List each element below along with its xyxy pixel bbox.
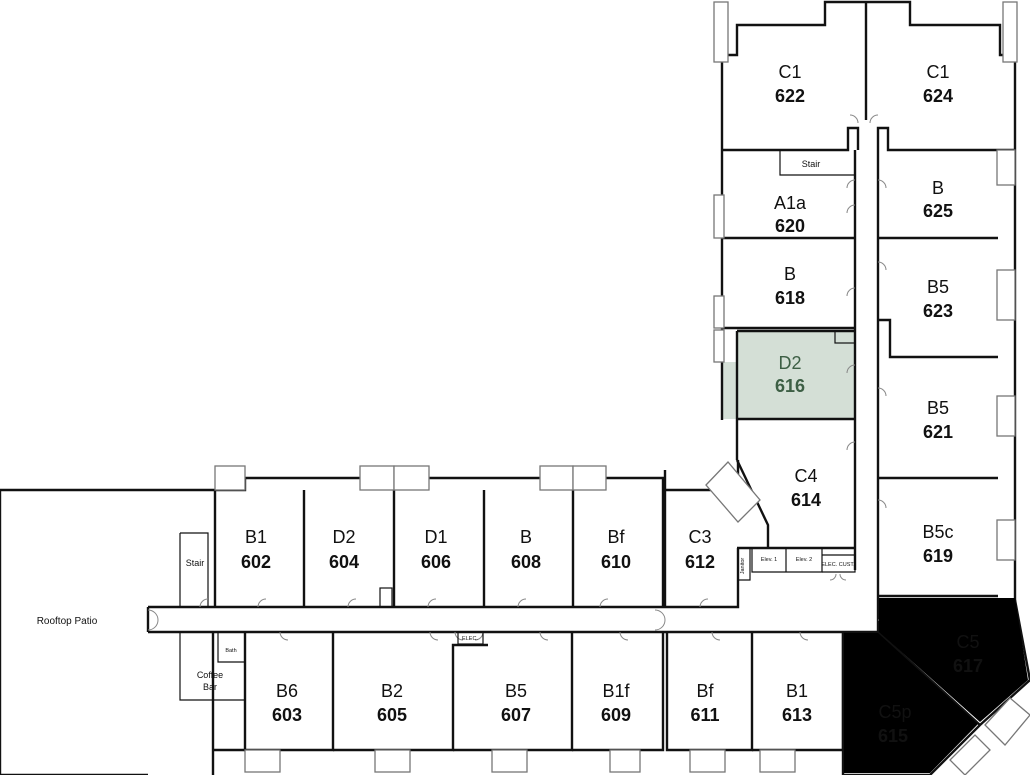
ancillary-labels: Stair Stair Rooftop Patio Coffee Bar Bat… bbox=[37, 159, 855, 692]
unit-number-label: 620 bbox=[775, 216, 805, 236]
unit-type-label: Bf bbox=[607, 527, 625, 547]
unit-616-highlight bbox=[737, 331, 854, 419]
doors bbox=[147, 114, 887, 641]
unit-number-label: 603 bbox=[272, 705, 302, 725]
unit-type-label: B1 bbox=[245, 527, 267, 547]
unit-number-label: 612 bbox=[685, 552, 715, 572]
unit-type-label: D2 bbox=[332, 527, 355, 547]
unit-number-label: 602 bbox=[241, 552, 271, 572]
elec-cust-label: ELEC. CUST. bbox=[821, 562, 855, 568]
stair-label: Stair bbox=[802, 159, 821, 169]
unit-type-label: B5c bbox=[922, 522, 953, 542]
unit-type-label: B2 bbox=[381, 681, 403, 701]
elec-closet bbox=[457, 631, 484, 645]
unit-606[interactable]: D1 606 bbox=[395, 491, 483, 606]
unit-type-label: C1 bbox=[778, 62, 801, 82]
unit-type-label: D1 bbox=[424, 527, 447, 547]
coffee-bar-label: Coffee bbox=[197, 670, 223, 680]
unit-number-label: 616 bbox=[775, 376, 805, 396]
unit-number-label: 615 bbox=[878, 726, 908, 746]
unit-number-label: 625 bbox=[923, 201, 953, 221]
unit-type-label: B1f bbox=[602, 681, 630, 701]
unit-623[interactable]: B5 623 bbox=[879, 239, 997, 356]
unit-614[interactable]: C4 614 bbox=[738, 420, 854, 547]
unit-607[interactable]: B5 607 bbox=[454, 646, 571, 749]
unit-type-label: C4 bbox=[794, 466, 817, 486]
unit-621[interactable]: B5 621 bbox=[879, 358, 997, 477]
unit-number-label: 607 bbox=[501, 705, 531, 725]
unit-type-label: C3 bbox=[688, 527, 711, 547]
coffee-bar-label: Bar bbox=[203, 682, 217, 692]
unit-type-label: B1 bbox=[786, 681, 808, 701]
unit-622[interactable]: C1 622 bbox=[737, 25, 865, 145]
unit-type-label: B bbox=[932, 178, 944, 198]
elevator-1-label: Elev. 1 bbox=[761, 557, 777, 563]
unit-number-label: 606 bbox=[421, 552, 451, 572]
unit-type-label: B5 bbox=[927, 277, 949, 297]
rooftop-patio-label: Rooftop Patio bbox=[37, 616, 98, 627]
closet bbox=[834, 330, 856, 344]
unit-615[interactable]: C5p 615 bbox=[844, 633, 978, 773]
unit-624[interactable]: C1 624 bbox=[867, 25, 1001, 145]
unit-number-label: 609 bbox=[601, 705, 631, 725]
unit-number-label: 618 bbox=[775, 288, 805, 308]
unit-611[interactable]: Bf 611 bbox=[668, 633, 751, 749]
unit-619[interactable]: B5c 619 bbox=[879, 479, 997, 595]
unit-number-label: 613 bbox=[782, 705, 812, 725]
janitor-label: Janitor bbox=[740, 558, 746, 575]
closet bbox=[379, 587, 393, 608]
elec-label: ELEC. bbox=[462, 636, 478, 642]
unit-type-label: C5 bbox=[956, 632, 979, 652]
unit-610[interactable]: Bf 610 bbox=[574, 491, 662, 606]
unit-616[interactable]: D2 616 bbox=[738, 332, 854, 418]
unit-602[interactable]: B1 602 bbox=[216, 491, 303, 606]
unit-609[interactable]: B1f 609 bbox=[573, 633, 662, 749]
unit-number-label: 622 bbox=[775, 86, 805, 106]
unit-number-label: 605 bbox=[377, 705, 407, 725]
unit-number-label: 624 bbox=[923, 86, 953, 106]
unit-type-label: B bbox=[520, 527, 532, 547]
unit-612[interactable]: C3 612 bbox=[666, 491, 737, 606]
unit-616-highlight-notch bbox=[723, 362, 738, 419]
unit-605[interactable]: B2 605 bbox=[334, 633, 452, 749]
elevator-2-label: Elev. 2 bbox=[796, 557, 812, 563]
unit-number-label: 623 bbox=[923, 301, 953, 321]
unit-type-label: B bbox=[784, 264, 796, 284]
unit-type-label: C1 bbox=[926, 62, 949, 82]
unit-type-label: B5 bbox=[927, 398, 949, 418]
unit-608[interactable]: B 608 bbox=[485, 491, 572, 606]
unit-type-label: Bf bbox=[696, 681, 714, 701]
unit-number-label: 604 bbox=[329, 552, 359, 572]
unit-625[interactable]: B 625 bbox=[879, 151, 997, 237]
unit-603[interactable]: B6 603 bbox=[246, 633, 332, 749]
unit-type-label: C5p bbox=[878, 702, 911, 722]
unit-number-label: 619 bbox=[923, 546, 953, 566]
unit-type-label: B6 bbox=[276, 681, 298, 701]
unit-type-label: B5 bbox=[505, 681, 527, 701]
unit-type-label: D2 bbox=[778, 353, 801, 373]
unit-number-label: 614 bbox=[791, 490, 821, 510]
unit-613[interactable]: B1 613 bbox=[753, 633, 842, 749]
unit-604[interactable]: D2 604 bbox=[305, 491, 393, 606]
unit-617[interactable]: C5 617 bbox=[879, 598, 1028, 722]
stair-label: Stair bbox=[186, 558, 205, 568]
unit-number-label: 611 bbox=[690, 705, 719, 725]
unit-618[interactable]: B 618 bbox=[723, 239, 854, 327]
unit-number-label: 608 bbox=[511, 552, 541, 572]
unit-number-label: 610 bbox=[601, 552, 631, 572]
windows bbox=[214, 1, 1030, 775]
unit-number-label: 621 bbox=[923, 422, 953, 442]
unit-620[interactable]: A1a 620 bbox=[723, 151, 854, 237]
unit-type-label: A1a bbox=[774, 193, 807, 213]
unit-number-label: 617 bbox=[953, 656, 983, 676]
bath-label: Bath bbox=[225, 648, 236, 654]
